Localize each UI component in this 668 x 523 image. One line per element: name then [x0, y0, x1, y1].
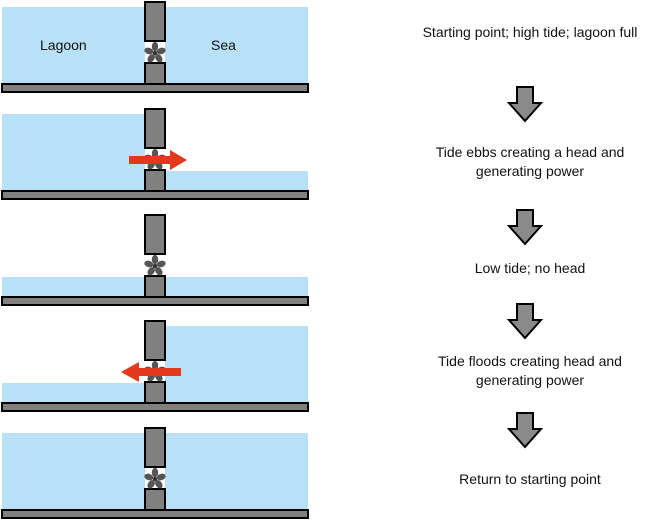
sea-water [165, 7, 308, 84]
turbine-icon [144, 41, 166, 63]
turbine-icon [144, 467, 166, 489]
stage-caption-5: Return to starting point [459, 471, 601, 487]
seabed-bar [1, 296, 309, 306]
sea-water [165, 433, 308, 510]
sluice-gate [144, 108, 166, 149]
stage-caption-1: Starting point; high tide; lagoon full [422, 24, 638, 40]
sea-label: Sea [211, 37, 236, 53]
lagoon-water [2, 277, 145, 297]
barrage-base [144, 488, 166, 511]
barrage-base [144, 169, 166, 192]
barrage-base [144, 275, 166, 298]
down-arrow-icon [506, 209, 544, 246]
seabed-bar [1, 509, 309, 519]
down-arrow-icon [506, 412, 544, 449]
lagoon-water [2, 383, 145, 403]
flow-arrow [121, 362, 181, 382]
lagoon-water [2, 433, 145, 510]
sluice-gate [144, 427, 166, 468]
stage-caption-3: Low tide; no head [474, 260, 586, 276]
sluice-gate [144, 1, 166, 42]
down-arrow-icon [506, 86, 544, 123]
sea-water [165, 326, 308, 403]
flow-arrow [129, 150, 187, 170]
turbine-icon [144, 254, 166, 276]
seabed-bar [1, 190, 309, 200]
sluice-gate [144, 320, 166, 361]
barrage-base [144, 381, 166, 404]
lagoon-label: Lagoon [40, 37, 87, 53]
sea-water [165, 277, 308, 297]
lagoon-water [2, 114, 145, 191]
seabed-bar [1, 402, 309, 412]
seabed-bar [1, 83, 309, 93]
barrage-base [144, 62, 166, 85]
down-arrow-icon [506, 303, 544, 340]
sluice-gate [144, 214, 166, 255]
lagoon-water [2, 7, 145, 84]
sea-water [165, 171, 308, 191]
